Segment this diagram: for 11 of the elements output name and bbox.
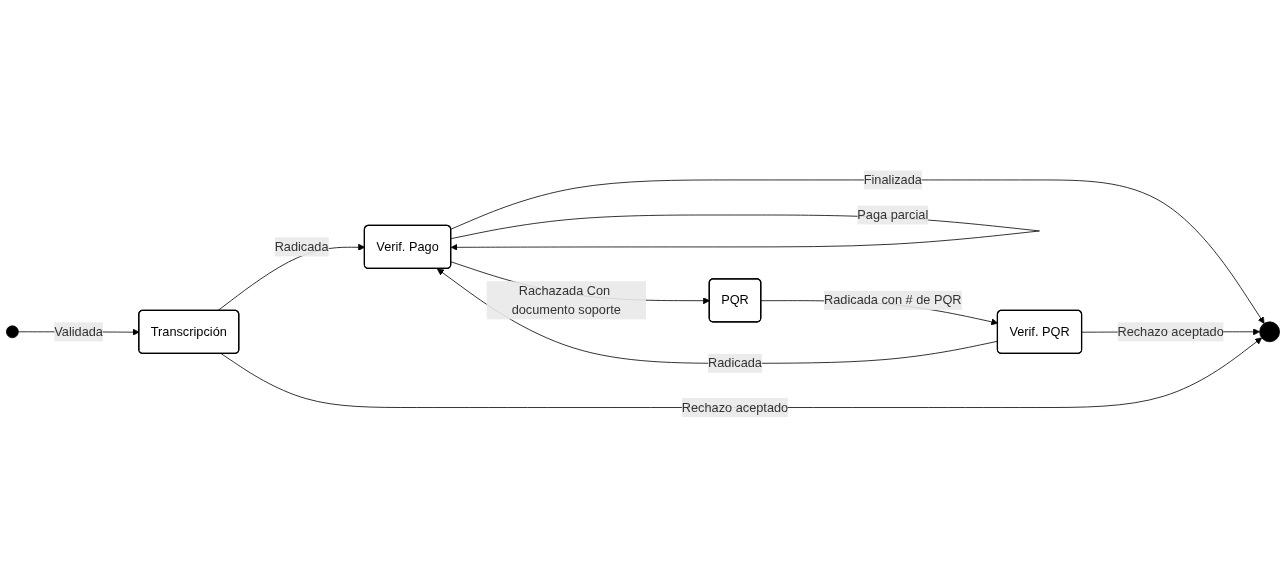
edge-label: Radicada bbox=[274, 240, 329, 254]
node-circle bbox=[6, 325, 19, 339]
edge-label: Rechazo aceptado bbox=[681, 400, 789, 415]
edge-label: Rachazada Con documento soporte bbox=[511, 283, 621, 317]
edge-label: Validada bbox=[54, 324, 103, 339]
edge-label: Radicada con # de PQR bbox=[824, 293, 962, 307]
node-circle bbox=[1259, 321, 1280, 343]
edge-label: Finalizada bbox=[863, 173, 922, 187]
edge-label: Radicada bbox=[708, 356, 762, 370]
edge-label: Rechazo aceptado bbox=[1117, 324, 1224, 339]
edge-label: Paga parcial bbox=[857, 208, 929, 222]
